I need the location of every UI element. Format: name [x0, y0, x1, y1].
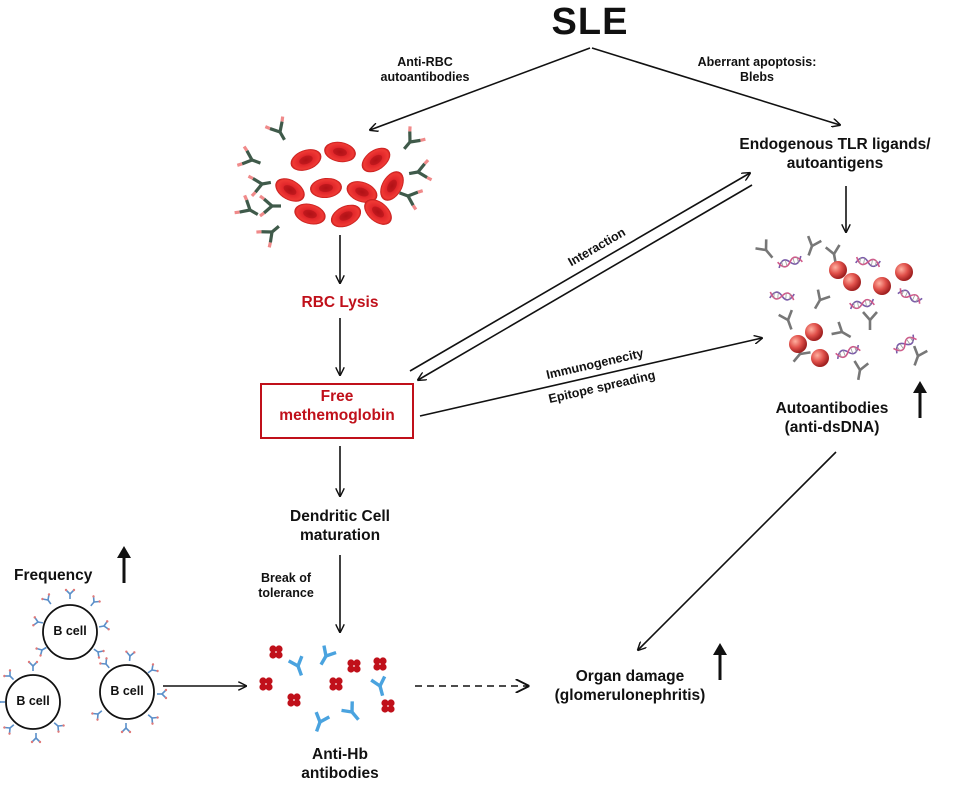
edge-label-anti-rbc: Anti-RBC autoantibodies — [380, 55, 470, 84]
b-cell-icon — [5, 604, 155, 730]
frequency-label: Frequency — [14, 567, 93, 584]
node-autoantibodies: Autoantibodies (anti-dsDNA) — [775, 400, 889, 436]
arrow-methemoglobin-to-tlr — [409, 173, 750, 372]
node-organ-damage: Organ damage (glomerulonephritis) — [554, 668, 706, 704]
arrow-autoantibodies-to-organ — [638, 451, 837, 650]
arrow-tlr-to-methemoglobin — [418, 184, 753, 380]
arrow-up-icon — [913, 381, 927, 418]
arrow-up-icon — [713, 643, 727, 680]
node-tlr-ligands: Endogenous TLR ligands/ autoantigens — [739, 136, 931, 172]
node-anti-hb-antibodies: Anti-Hb antibodies — [301, 746, 379, 782]
b-cell-label: B cell — [16, 694, 50, 708]
node-dendritic-cell: Dendritic Cell maturation — [290, 508, 390, 544]
arrow-methemoglobin-to-autoantibodies — [419, 338, 762, 417]
node-free-methemoglobin: Free methemoglobin — [279, 388, 395, 424]
autoantigen-sphere-icon — [789, 261, 913, 367]
arrow-sle-to-rbc — [370, 47, 591, 130]
edge-label-break-of-tolerance: Break of tolerance — [258, 571, 314, 600]
autoantibody-icon — [754, 234, 929, 383]
node-rbc-lysis: RBC Lysis — [301, 294, 379, 311]
arrow-sle-to-tlr — [591, 47, 840, 125]
free-methemoglobin-box — [260, 383, 414, 439]
edge-label-apoptosis: Aberrant apoptosis: Blebs — [697, 55, 817, 84]
b-cell-label: B cell — [53, 624, 87, 638]
b-cell-label: B cell — [110, 684, 144, 698]
page-title: SLE — [551, 1, 629, 43]
arrow-up-icon — [117, 546, 131, 583]
red-blood-cell-icon — [271, 139, 409, 232]
